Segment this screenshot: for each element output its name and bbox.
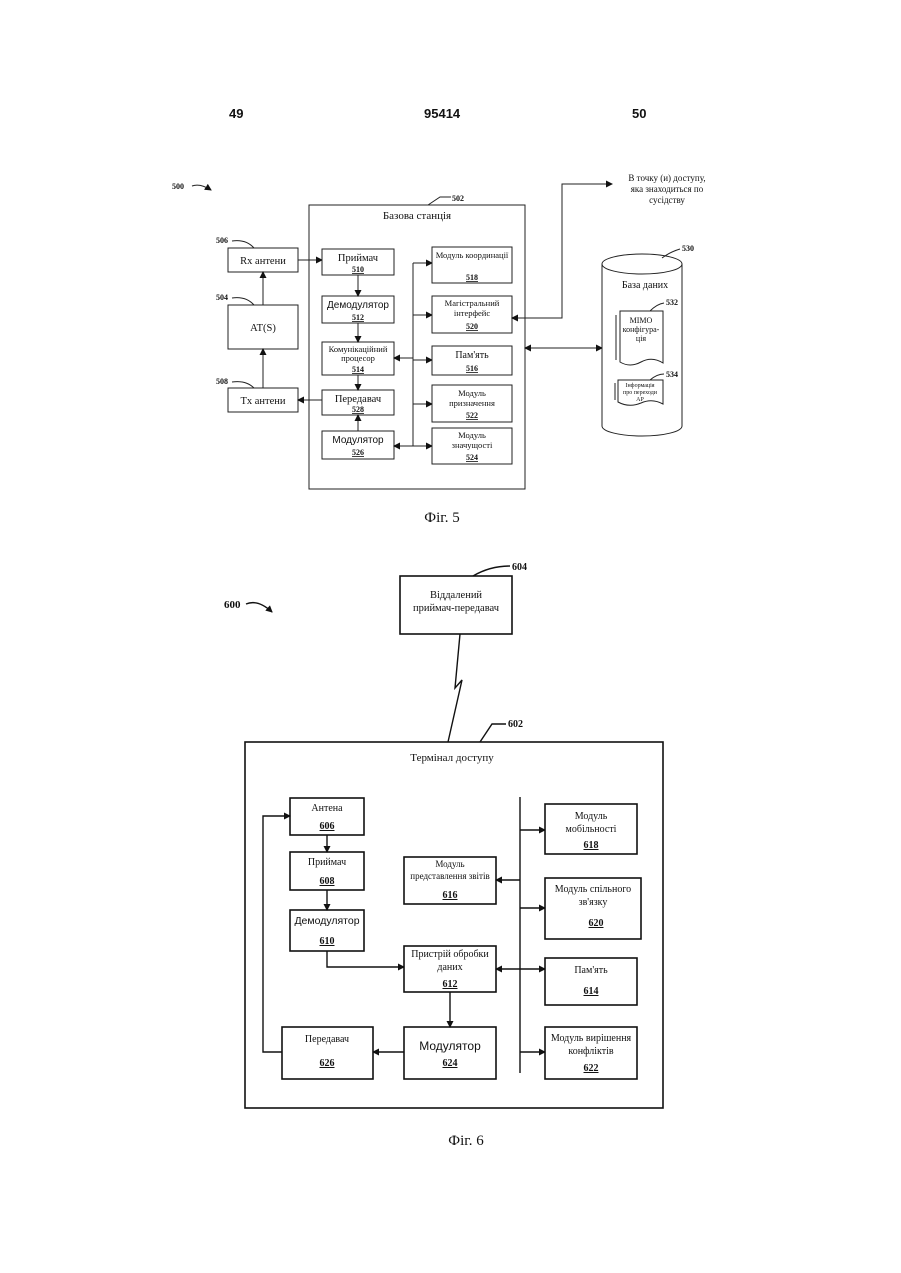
memory-label: Пам'ять [574,965,608,976]
assign-module-line2: призначення [449,398,495,408]
antenna-label: Антена [311,803,343,814]
mobility-line1: Модуль [575,811,608,822]
antenna-number: 606 [320,821,335,832]
fig6-caption: Фіг. 6 [448,1133,484,1149]
receiver-number: 510 [352,265,364,274]
modulator-number: 624 [443,1058,458,1069]
transmitter-label: Передавач [305,1034,349,1045]
receiver-label: Приймач [338,253,379,264]
coord-module-number: 518 [466,273,478,282]
demodulator-number: 610 [320,936,335,947]
fig6-ref-arrow [246,603,272,612]
tx-antenna-label: Tx антени [240,396,285,407]
database-label: База даних [622,280,668,291]
handoff-doc-line3: AP [636,397,644,403]
mimo-doc-line3: ція [636,334,647,343]
mimo-doc-line1: MIMO [630,316,653,325]
receiver-number: 608 [320,876,335,887]
processor-line1: Пристрій обробки [411,949,489,960]
demodulator-label: Демодулятор [327,300,389,311]
modulator-label: Модулятор [419,1039,481,1053]
base-station-ref: 502 [452,194,464,203]
remote-line2: приймач-передавач [413,603,500,614]
fig5-ref-arrow [192,185,211,190]
rx-antenna-label: Rx антени [240,256,286,267]
ats-leader [232,298,254,305]
transmitter-label: Передавач [335,394,382,405]
joint-comm-line2: зв'язку [579,897,608,908]
mimo-doc-ref: 532 [666,298,678,307]
conflict-line1: Модуль вирішення [551,1033,632,1044]
handoff-doc-line1: Інформація [625,382,654,389]
figure-6: 600 Віддалений приймач-передавач 604 Тер… [224,562,663,1149]
backbone-number: 520 [466,322,478,331]
modulator-box [404,1027,496,1079]
neighbor-ap-line3: сусідству [649,195,685,205]
coord-module-label: Модуль координації [436,250,509,260]
ats-label: AT(S) [250,323,276,334]
backbone-to-neighbor-arrow [512,184,612,318]
handoff-doc-line2: про переходи [623,390,658,396]
backbone-line1: Магістральний [445,298,500,308]
memory-label: Пам'ять [455,350,489,361]
mobility-number: 618 [584,840,599,851]
receiver-label: Приймач [308,857,346,868]
ats-ref: 504 [216,293,228,302]
rx-antenna-ref: 506 [216,236,228,245]
database-ref: 530 [682,244,694,253]
handoff-doc-ref: 534 [666,370,678,379]
joint-comm-line1: Модуль спільного [555,884,631,895]
terminal-title: Термінал доступу [410,752,494,764]
mimo-doc-line2: конфігура- [623,325,660,334]
remote-ref: 604 [512,562,527,573]
remote-leader [473,566,510,576]
transmitter-number: 528 [352,405,364,414]
significance-module-number: 524 [466,453,478,462]
modulator-number: 526 [352,448,364,457]
fig5-caption: Фіг. 5 [424,510,459,526]
assign-module-line1: Модуль [458,388,486,398]
modulator-label: Модулятор [332,435,384,446]
comm-processor-number: 514 [352,365,364,374]
processor-line2: даних [437,962,462,973]
conflict-line2: конфліктів [568,1046,614,1057]
report-module-line1: Модуль [435,859,464,869]
backbone-line2: інтерфейс [454,308,490,318]
conflict-number: 622 [584,1063,599,1074]
memory-number: 516 [466,364,478,373]
neighbor-ap-line2: яка знаходиться по [631,184,704,194]
transmitter-number: 626 [320,1058,335,1069]
significance-module-line1: Модуль [458,430,486,440]
terminal-leader [480,724,506,742]
fig6-ref-600: 600 [224,599,241,611]
processor-number: 612 [443,979,458,990]
fig5-ref-500: 500 [172,182,184,191]
assign-module-number: 522 [466,411,478,420]
neighbor-ap-line1: В точку (и) доступу, [628,173,705,183]
report-module-line2: представлення звітів [410,871,489,881]
joint-comm-number: 620 [589,918,604,929]
memory-number: 614 [584,986,599,997]
base-station-leader [428,197,451,205]
mobility-line2: мобільності [566,824,617,835]
tx-antenna-ref: 508 [216,377,228,386]
tx-antenna-leader [232,382,254,388]
demodulator-number: 512 [352,313,364,322]
report-module-number: 616 [443,890,458,901]
remote-line1: Віддалений [430,590,482,601]
terminal-ref: 602 [508,719,523,730]
base-station-title: Базова станція [383,210,451,222]
comm-processor-line2: процесор [341,353,375,363]
significance-module-line2: значущості [452,440,493,450]
rx-antenna-leader [232,241,254,248]
demodulator-label: Демодулятор [294,915,359,927]
figure-5: 500 Базова станція 502 Rx антени 506 AT(… [172,173,706,526]
wireless-link [448,634,462,742]
